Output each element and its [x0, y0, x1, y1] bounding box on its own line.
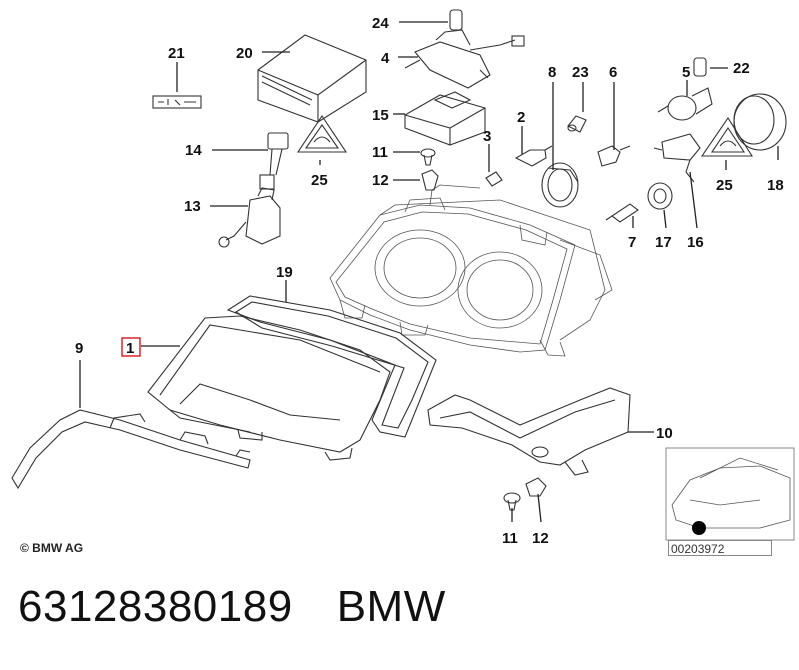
bulb-part-7 — [605, 203, 639, 223]
copyright-notice: © BMW AG — [20, 541, 84, 555]
cylinder-part-23 — [567, 115, 587, 133]
connector-part-14 — [259, 132, 289, 190]
screw-and-nut-upper — [420, 148, 439, 191]
callout-2: 2 — [517, 109, 525, 126]
callout-1: 1 — [126, 340, 134, 357]
headlight-lens-part-1 — [147, 315, 391, 461]
callout-11-upper: 11 — [372, 144, 388, 161]
bulb-part-2 — [514, 145, 553, 167]
callout-14: 14 — [185, 142, 202, 159]
callout-10: 10 — [656, 425, 673, 442]
callout-4: 4 — [381, 50, 390, 67]
control-unit-part-4 — [404, 9, 525, 89]
highlight-box-callout-1 — [121, 337, 141, 357]
footer-part-number: 63128380189 — [18, 582, 293, 631]
headlight-housing — [329, 184, 613, 357]
ballast-part-15 — [404, 91, 486, 146]
callout-12-upper: 12 — [372, 172, 389, 189]
callout-23: 23 — [572, 64, 589, 81]
bracket-part-10 — [427, 387, 631, 476]
warning-triangle-left — [296, 115, 348, 153]
callout-7: 7 — [628, 234, 636, 251]
callout-11-lower: 11 — [502, 530, 518, 547]
callout-25-right: 25 — [716, 177, 733, 194]
dust-cap-part-18 — [733, 93, 787, 151]
callout-9: 9 — [75, 340, 83, 357]
bulb-part-6 — [597, 145, 631, 167]
callout-15: 15 — [372, 107, 389, 124]
warning-label-part-21 — [152, 95, 202, 109]
leader-lines — [79, 21, 779, 523]
footer-caption: 63128380189 BMW — [18, 582, 446, 632]
callout-numbers: 24 4 20 21 8 23 6 5 22 15 3 2 11 12 14 2… — [75, 15, 784, 547]
callout-19: 19 — [276, 264, 293, 281]
callout-5: 5 — [682, 64, 690, 81]
callout-8: 8 — [548, 64, 556, 81]
box-part-20 — [257, 34, 367, 123]
bulb-socket-part-17 — [647, 182, 673, 210]
small-bulb-part-3 — [485, 171, 503, 187]
callout-17: 17 — [655, 234, 672, 251]
gasket-part-19 — [226, 295, 437, 438]
callout-3: 3 — [483, 128, 491, 145]
callout-6: 6 — [609, 64, 617, 81]
ignitor-part-16 — [653, 133, 701, 183]
footer-brand: BMW — [336, 582, 446, 631]
reference-code: 00203972 — [668, 540, 772, 556]
callout-21: 21 — [168, 45, 185, 62]
warning-triangle-right — [700, 116, 753, 157]
callout-24: 24 — [372, 15, 389, 32]
car-reference-thumbnail — [665, 447, 795, 541]
callout-20: 20 — [236, 45, 253, 62]
callout-18: 18 — [767, 177, 784, 194]
callout-22: 22 — [733, 60, 750, 77]
bulb-assembly-part-13 — [218, 187, 281, 248]
callout-12-lower: 12 — [532, 530, 549, 547]
callout-25-left: 25 — [311, 172, 328, 189]
socket-cover-part-8 — [541, 162, 579, 208]
xenon-bulb-part-5 — [657, 57, 713, 121]
callout-16: 16 — [687, 234, 704, 251]
callout-13: 13 — [184, 198, 201, 215]
trim-strip-part-9 — [11, 409, 251, 490]
